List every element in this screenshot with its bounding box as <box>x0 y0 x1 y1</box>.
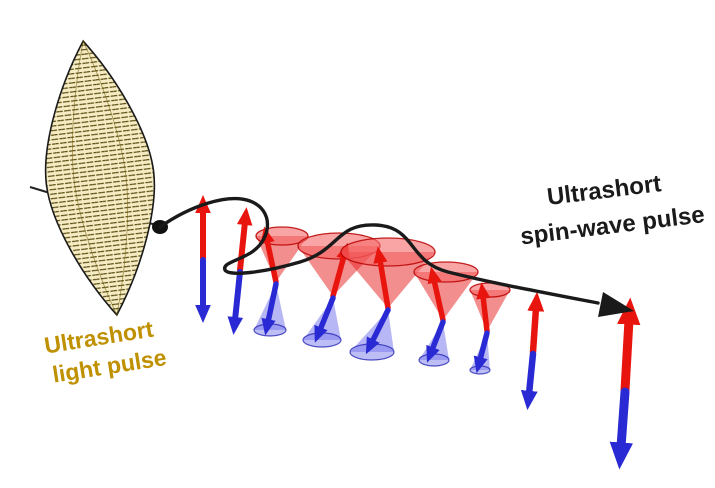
precession-cone-up <box>341 252 435 308</box>
light-pulse-envelope <box>44 39 156 317</box>
spin-wave-curve <box>158 196 600 305</box>
spin-site <box>609 297 641 470</box>
spin-chain <box>195 195 641 470</box>
precession-cone-down-rim <box>349 343 395 361</box>
light-pulse-label: Ultrashort light pulse <box>42 316 168 388</box>
spin-up-arrow <box>373 246 391 311</box>
spin-up-arrow <box>476 282 491 334</box>
precession-cone-up-rim <box>340 237 436 267</box>
spin-up-arrow <box>330 242 351 299</box>
spin-up-arrow <box>617 297 641 395</box>
precession-cone-down-rim <box>302 332 342 348</box>
precession-cone-up <box>470 290 510 331</box>
spin-down-arrow <box>261 281 279 336</box>
spin-wave-arrowhead <box>598 292 634 317</box>
precession-cone-down-rim <box>469 365 491 375</box>
spin-wave-label-line1: Ultrashort <box>546 170 663 211</box>
light-pulse-inner-envelope <box>72 39 128 317</box>
spin-down-arrow <box>365 307 391 355</box>
spin-site <box>520 291 545 411</box>
precession-cone-down-rim <box>418 353 450 367</box>
spin-down-arrow <box>314 295 336 343</box>
spin-down-arrow <box>609 387 633 470</box>
spin-up-arrow <box>260 226 279 285</box>
spin-up-arrow <box>427 266 446 323</box>
spin-down-arrow <box>227 269 244 335</box>
spin-site <box>469 282 511 375</box>
spin-wave-label-line2: spin-wave pulse <box>519 201 706 250</box>
spin-down-arrow <box>426 319 446 363</box>
precession-cone-down-rim <box>253 323 287 337</box>
spin-up-arrow <box>236 207 253 273</box>
spin-wave-label: Ultrashort spin-wave pulse <box>519 170 706 250</box>
spin-site <box>253 226 309 337</box>
spin-site <box>227 207 253 335</box>
light-pulse-waveform <box>44 39 156 317</box>
spin-up-arrow <box>527 291 545 356</box>
spin-down-arrow <box>520 350 538 411</box>
spin-down-arrow <box>473 330 490 374</box>
